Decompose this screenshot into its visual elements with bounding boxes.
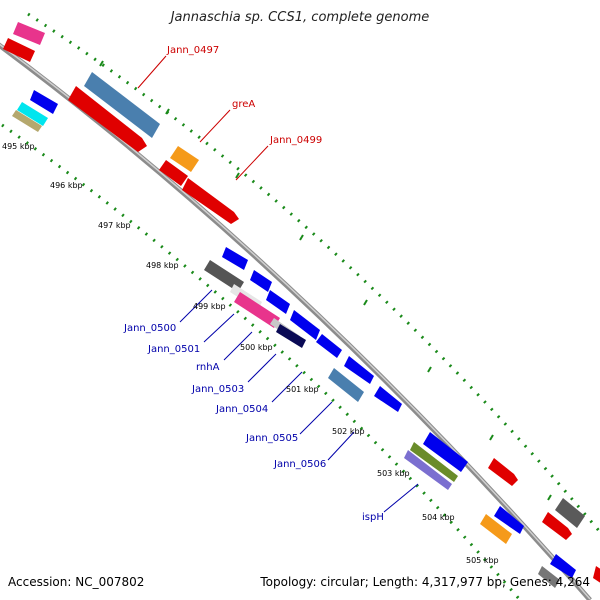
label-jann-0500[interactable]: Jann_0500: [123, 323, 176, 334]
label-isph[interactable]: ispH: [362, 512, 384, 523]
topology-label: Topology: circular; Length: 4,317,977 bp…: [260, 575, 590, 589]
gene-red-small[interactable]: [159, 160, 188, 186]
tick-label-505: 505 kbp: [466, 556, 499, 565]
upper-track-genes: [3, 22, 600, 584]
gene-tan-left[interactable]: [12, 110, 42, 132]
gene-red-corner[interactable]: [593, 566, 600, 584]
tick-label-502: 502 kbp: [332, 427, 365, 436]
gene-cyan-left[interactable]: [17, 102, 48, 126]
upper-leader-lines: [137, 55, 269, 181]
gene-navy-jann0503[interactable]: [276, 324, 306, 348]
kbp-tick-labels: 495 kbp 496 kbp 497 kbp 498 kbp 499 kbp …: [2, 142, 499, 565]
lower-gene-labels: Jann_0500 Jann_0501 rnhA Jann_0503 Jann_…: [123, 323, 384, 523]
accession-label: Accession: NC_007802: [8, 575, 145, 589]
lower-leader-lines: [179, 289, 419, 513]
gene-blue-4[interactable]: [290, 310, 320, 340]
gene-red-top[interactable]: [3, 38, 35, 62]
tick-label-500: 500 kbp: [240, 343, 273, 352]
label-jann-0506[interactable]: Jann_0506: [273, 459, 326, 470]
gene-purple-isph[interactable]: [404, 450, 452, 490]
tick-label-503: 503 kbp: [377, 469, 410, 478]
outer-ring-tick-marks: [99, 60, 552, 501]
gene-blue-left[interactable]: [30, 90, 58, 114]
gene-red-far-right[interactable]: [542, 512, 572, 540]
gene-blue-1[interactable]: [222, 247, 248, 270]
label-jann-0505[interactable]: Jann_0505: [245, 433, 298, 444]
gene-blue-7[interactable]: [374, 386, 402, 412]
tick-label-495: 495 kbp: [2, 142, 35, 151]
tick-label-501: 501 kbp: [286, 385, 319, 394]
gene-pink-top[interactable]: [13, 22, 45, 45]
label-jann-0499[interactable]: Jann_0499: [269, 135, 322, 146]
gene-orange-lower[interactable]: [480, 514, 512, 544]
lower-track-genes: [12, 90, 576, 588]
label-jann-0497[interactable]: Jann_0497: [166, 45, 219, 56]
gene-gray-right[interactable]: [555, 498, 585, 528]
gene-blue-2[interactable]: [250, 270, 272, 292]
gene-pink-rnha[interactable]: [234, 292, 280, 328]
tick-label-497: 497 kbp: [98, 221, 131, 230]
gene-blue-5[interactable]: [316, 334, 342, 358]
gene-jann-0499-red[interactable]: [182, 178, 239, 224]
gene-blue-9[interactable]: [494, 506, 524, 534]
inner-dotted-ring: [1, 123, 522, 600]
tick-label-496: 496 kbp: [50, 181, 83, 190]
label-jann-0504[interactable]: Jann_0504: [215, 404, 268, 415]
gene-blue-10[interactable]: [550, 554, 576, 578]
tick-label-499: 499 kbp: [193, 302, 226, 311]
gene-olive-jann0506[interactable]: [410, 442, 458, 482]
tick-label-504: 504 kbp: [422, 513, 455, 522]
gene-blue-6[interactable]: [344, 356, 374, 384]
genome-title: Jannaschia sp. CCS1, complete genome: [170, 10, 430, 25]
gene-blue-8[interactable]: [423, 432, 468, 472]
gene-grea-orange[interactable]: [170, 146, 199, 172]
label-jann-0503[interactable]: Jann_0503: [191, 384, 244, 395]
label-jann-0501[interactable]: Jann_0501: [147, 344, 200, 355]
upper-gene-labels: Jann_0497 greA Jann_0499: [166, 45, 322, 146]
tick-label-498: 498 kbp: [146, 261, 179, 270]
gene-steelblue-jann0505[interactable]: [328, 368, 364, 402]
label-rnha[interactable]: rnhA: [196, 362, 220, 373]
gene-red-right[interactable]: [488, 458, 518, 486]
gene-gray-lower[interactable]: [538, 566, 560, 588]
gene-blue-3[interactable]: [266, 290, 290, 314]
gene-jann-0497-steelblue[interactable]: [84, 72, 160, 138]
gene-jann-0497-red[interactable]: [68, 86, 147, 152]
label-grea[interactable]: greA: [232, 99, 255, 110]
